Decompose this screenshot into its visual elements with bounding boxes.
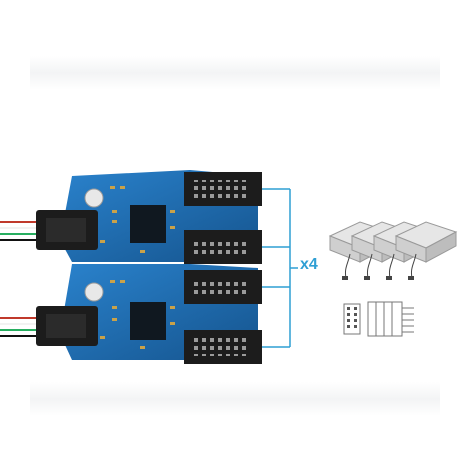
x4-callout-bracket [262,188,298,348]
lower-crystal [84,282,104,302]
power-cables [0,221,40,337]
power-connector-upper [36,210,98,250]
header-connector-2 [184,230,262,264]
upper-crystal [84,188,104,208]
header-connector-3 [184,270,262,304]
drive-icons [328,221,458,280]
multiplier-label: x4 [300,256,318,273]
header-connector-1 [184,172,262,206]
power-connector-lower [36,306,98,346]
top-highlight-band [30,56,440,90]
upper-chip [130,205,166,243]
bottom-highlight-band [30,382,440,416]
lower-chip [130,302,166,340]
header-connector-4 [184,330,262,364]
pinout-diagram [343,301,414,337]
